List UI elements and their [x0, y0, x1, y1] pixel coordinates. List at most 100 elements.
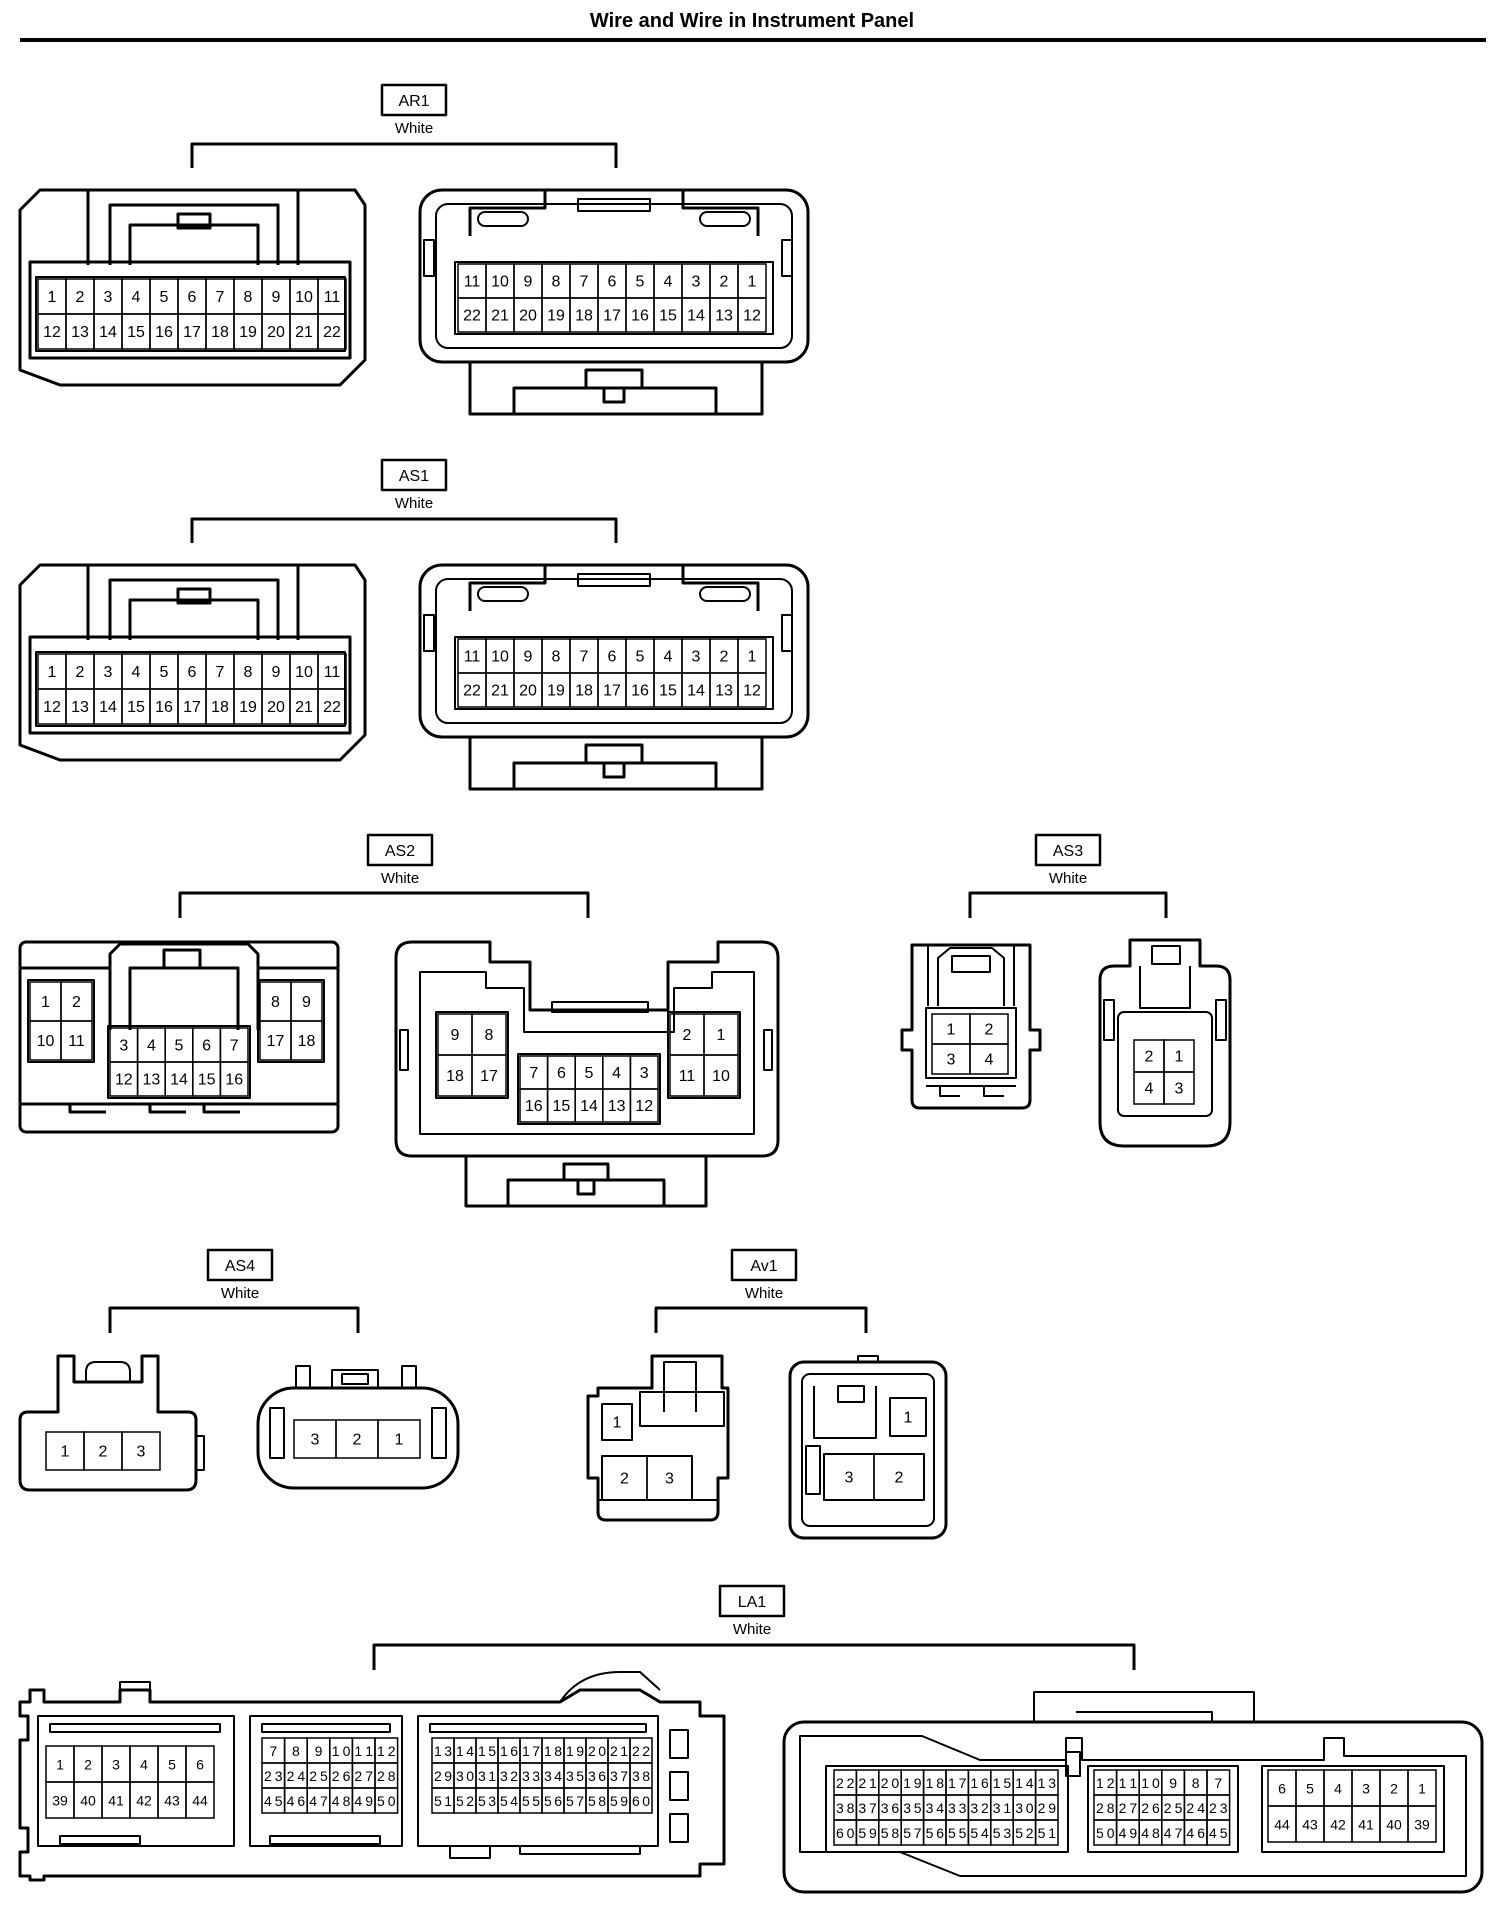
as1-right-foot-detail [512, 743, 718, 789]
as2-left-latch [108, 942, 260, 1030]
la1-left-c-pin-label: 32 [500, 1768, 518, 1784]
la1-left-c-pin-label: 21 [610, 1743, 628, 1759]
la1-left-side-slot-2 [669, 1771, 689, 1801]
la1-right-a-pin-label: 33 [948, 1800, 967, 1816]
ar1-left-pin-label: 22 [323, 324, 341, 341]
as4-right-key-r [431, 1407, 447, 1459]
as2-right-b-pin-label: 14 [580, 1098, 598, 1115]
la1-right-b-pin-label: 49 [1119, 1825, 1138, 1841]
la1-left-b-pin-label: 28 [377, 1768, 396, 1784]
ar1-right-pin-label: 2 [720, 274, 729, 291]
la1-right-c-pin-label: 6 [1278, 1781, 1286, 1797]
la1-connector [18, 1584, 1484, 1894]
la1-left-c-pin-label: 34 [544, 1768, 562, 1784]
la1-left-bottom-bar-3 [449, 1845, 491, 1859]
page-title: Wire and Wire in Instrument Panel [589, 10, 915, 32]
la1-left-c-pin-label: 31 [478, 1768, 496, 1784]
as2-right-a-pin-label: 9 [451, 1027, 460, 1044]
as2-right-b-pin-label: 6 [557, 1065, 566, 1082]
la1-left-c-pin-label: 33 [522, 1768, 540, 1784]
as1-right-shoulders [468, 565, 760, 611]
as1-right-pin-label: 19 [547, 683, 565, 700]
la1-left-b-pin-label: 47 [309, 1793, 328, 1809]
as2-color: White [381, 870, 419, 887]
ar1-right-pin-label: 16 [631, 308, 649, 325]
as2-left-b-pin-label: 13 [143, 1072, 161, 1089]
la1-right-a-pin-label: 51 [1038, 1825, 1057, 1841]
ar1-right-foot [468, 362, 764, 416]
as2-left-b-pin-cell [219, 1061, 249, 1097]
la1-left-cavity-b [249, 1715, 403, 1847]
la1-left-b-pin-label: 12 [377, 1743, 396, 1759]
av1-left-latch [651, 1356, 697, 1412]
la1-right-block-a [825, 1765, 1069, 1853]
la1-left-c-pin-cell [629, 1787, 653, 1814]
ar1-left-pin-label: 13 [71, 324, 89, 341]
av1-left-top-pin-label: 1 [613, 1415, 622, 1432]
as1-right-pin-label: 17 [603, 683, 621, 700]
la1-right-top-latch [1033, 1691, 1255, 1722]
la1-right-a-pin-label: 18 [926, 1775, 945, 1791]
la1-right-a-pin-label: 22 [836, 1775, 855, 1791]
as2-right-c-pin-label: 11 [679, 1068, 696, 1085]
as2-right-a-pin-cell [471, 1054, 507, 1097]
ar1-right-pin-label: 1 [748, 274, 757, 291]
as2-right-a-pin-label: 17 [480, 1068, 498, 1085]
as2-left-b-pin-label: 15 [198, 1072, 216, 1089]
ar1-left-cavity [28, 260, 352, 360]
as2-left-latch-inner [128, 966, 240, 1030]
la1-left-c-pin-label: 59 [610, 1793, 628, 1809]
as2-left-b-pin-label: 6 [202, 1038, 211, 1055]
av1-right-top-pin-grid: 1 [889, 1397, 927, 1437]
as3-right-lock [1151, 945, 1181, 965]
ar1-right-pin-block [454, 261, 774, 335]
as2-right-b-pin-label: 4 [612, 1065, 621, 1082]
ar1-right-key-l [423, 239, 435, 277]
ar1-left-housing [18, 188, 367, 387]
as2-left-a-pin-label: 10 [37, 1033, 55, 1050]
ar1-right-key-r [781, 239, 793, 277]
la1-right-c-pin-label: 43 [1302, 1817, 1318, 1833]
as2-left-b-pin-label: 4 [147, 1038, 156, 1055]
la1-right-a-pin-label: 16 [970, 1775, 989, 1791]
la1-left-c-pin-label: 17 [522, 1743, 540, 1759]
ar1-left-pin-label: 5 [160, 289, 169, 306]
la1-left-b-pin-label: 25 [309, 1768, 328, 1784]
as2-left-block-c [257, 979, 325, 1063]
la1-left-b-pin-label: 10 [332, 1743, 351, 1759]
as1-left-pin-label: 14 [99, 699, 117, 716]
la1-left-c-pin-label: 14 [456, 1743, 474, 1759]
la1-right-cavity [799, 1735, 1467, 1877]
la1-left-bottom-bar-4 [519, 1845, 641, 1855]
la1-left-c-pin-label: 53 [478, 1793, 496, 1809]
la1-left-a-pin-label: 42 [136, 1793, 152, 1809]
as1-left-rails [86, 565, 300, 640]
ar1-right-pin-label: 18 [575, 308, 593, 325]
as2-left-a-pin-label: 2 [72, 994, 81, 1011]
la1-left-c-pin-label: 20 [588, 1743, 606, 1759]
as3-left-pin-cell [969, 1043, 1009, 1075]
la1-right-b-pin-label: 7 [1214, 1775, 1222, 1791]
as4-left-key [195, 1435, 205, 1471]
as1-left-pin-label: 17 [183, 699, 201, 716]
ar1-left-pin-label: 2 [76, 289, 85, 306]
as2-left-b-pin-label: 12 [115, 1072, 133, 1089]
la1-right-c-pin-label: 2 [1390, 1781, 1398, 1797]
la1-left-b-pin-label: 24 [287, 1768, 306, 1784]
as1-right-pin-label: 12 [743, 683, 761, 700]
la1-right-a-pin-label: 32 [970, 1800, 989, 1816]
la1-right-b-pin-label: 27 [1119, 1800, 1138, 1816]
as3-left-bottom [926, 1085, 1016, 1097]
as2-right-b-pin-label: 3 [640, 1065, 649, 1082]
ar1-left-pin-label: 15 [127, 324, 145, 341]
as2-right-b-pin-label: 12 [635, 1098, 653, 1115]
la1-left-c-pin-label: 57 [566, 1793, 584, 1809]
as2-left-c-pin-label: 18 [298, 1033, 316, 1050]
la1-right-c-pin-label: 5 [1306, 1781, 1314, 1797]
la1-left-side-slot-1 [669, 1729, 689, 1759]
as3-left-cavity [925, 1007, 1017, 1079]
as2-right-c-pin-label: 10 [712, 1068, 730, 1085]
la1-right-a-pin-label: 29 [1038, 1800, 1057, 1816]
